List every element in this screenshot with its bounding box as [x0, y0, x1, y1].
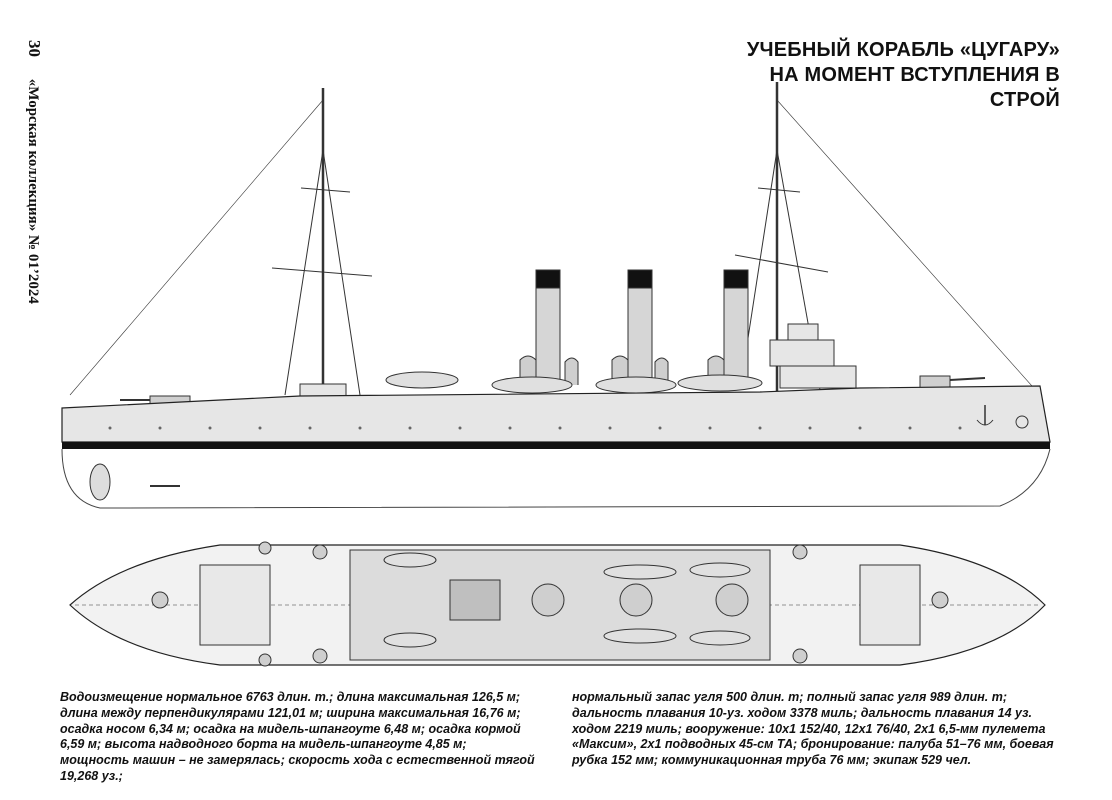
aft-superstructure — [299, 383, 347, 397]
ship-side-profile — [61, 82, 1051, 509]
boat-2 — [491, 376, 573, 394]
underwater-hull — [61, 448, 1051, 509]
hull — [61, 385, 1051, 443]
title-line-2: НА МОМЕНТ ВСТУПЛЕНИЯ В — [769, 64, 1060, 86]
bridge — [769, 339, 835, 367]
main-lower-yard — [734, 254, 829, 273]
portholes — [108, 426, 962, 430]
funnel-1-top — [531, 583, 565, 617]
ship-deck-plan — [69, 541, 1046, 667]
funnel-2-top — [619, 583, 653, 617]
funnel-1 — [535, 269, 561, 381]
aft-deckhouse — [199, 564, 271, 646]
boat-3 — [595, 376, 677, 394]
caption-left: Водоизмещение нормальное 6763 длин. т.; … — [60, 690, 535, 783]
funnel-3 — [723, 269, 749, 381]
waterline-band — [62, 442, 1050, 449]
title-line-1: УЧЕБНЫЙ КОРАБЛЬ «ЦУГАРУ» — [746, 39, 1060, 61]
funnel-3-top — [715, 583, 749, 617]
anchor-icon — [976, 405, 1029, 429]
propeller — [89, 463, 111, 501]
main-yard — [757, 187, 801, 193]
fore-lower-yard — [271, 267, 373, 277]
funnel-2 — [627, 269, 653, 381]
boat-1 — [385, 371, 459, 389]
fore-yard — [300, 187, 351, 193]
fore-deckhouse — [859, 564, 921, 646]
title-line-3: СТРОЙ — [989, 89, 1060, 111]
boat-4 — [677, 374, 763, 392]
page-title: УЧЕБНЫЙ КОРАБЛЬ «ЦУГАРУ» НА МОМЕНТ ВСТУП… — [700, 38, 1060, 113]
caption-right: нормальный запас угля 500 длин. т; полны… — [572, 690, 1054, 768]
